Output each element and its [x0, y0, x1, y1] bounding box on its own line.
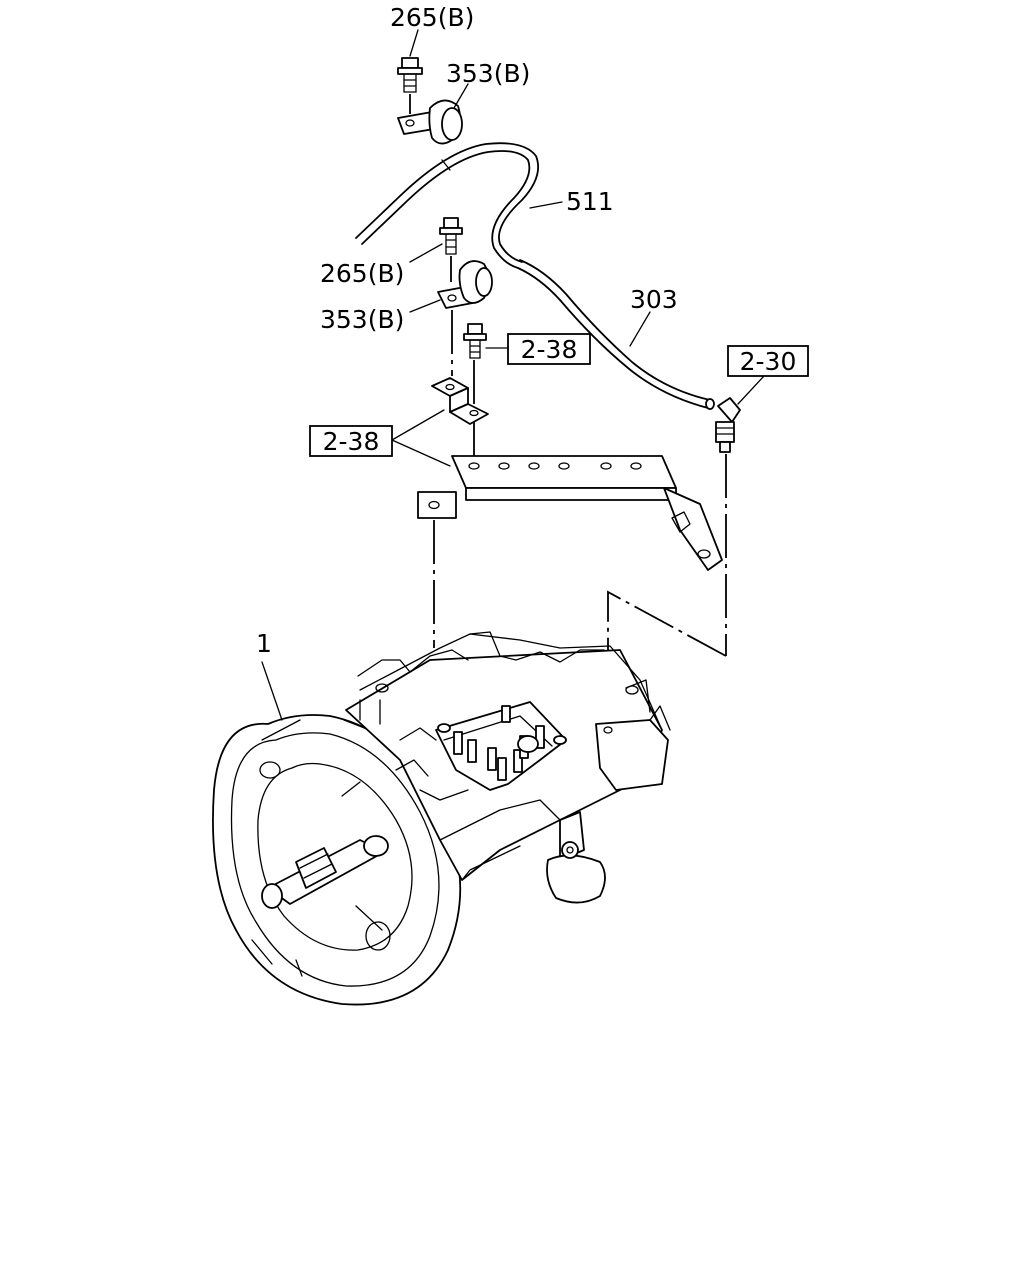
- mid-bolt: [439, 217, 463, 255]
- callout-pipe-511: 511: [566, 187, 614, 216]
- connector-routing: [607, 590, 727, 730]
- pipe-303: [517, 259, 715, 410]
- callout-clip-mid: 353(B): [320, 305, 404, 334]
- callout-transmission: 1: [256, 629, 272, 658]
- leader-ref-bracket-a: [391, 409, 445, 441]
- leader-303: [629, 311, 651, 347]
- ref-label-connector: 2-30: [740, 347, 797, 376]
- callout-bolt-mid: 265(B): [320, 259, 404, 288]
- leader-clip-top: [453, 83, 469, 109]
- leader-clip-mid: [409, 299, 441, 313]
- leader-transmission: [261, 661, 283, 721]
- ref-label-bracket-bolt: 2-38: [521, 335, 578, 364]
- top-clip: [397, 99, 463, 145]
- ref-label-bracket: 2-38: [323, 427, 380, 456]
- pipe-connector: [715, 397, 741, 453]
- leader-ref-bracket-b: [391, 439, 451, 467]
- callout-clip-top: 353(B): [446, 59, 530, 88]
- leader-ref-connector: [737, 375, 765, 405]
- callout-bolt-top: 265(B): [390, 3, 474, 32]
- top-bolt: [397, 57, 423, 93]
- leader-511: [529, 201, 563, 209]
- ref-box-bracket: [309, 425, 393, 457]
- leader-bolt-top: [409, 29, 419, 57]
- ref-box-connector: [727, 345, 809, 377]
- transmission: [212, 631, 671, 1006]
- callout-pipe-303: 303: [630, 285, 678, 314]
- ref-box-bracket-bolt: [507, 333, 591, 365]
- mid-clip: [437, 260, 493, 309]
- shift-bolts: [437, 705, 567, 781]
- main-bracket: [417, 455, 723, 571]
- small-bracket: [431, 377, 489, 425]
- bracket-bolt: [463, 323, 487, 359]
- leader-bolt-mid: [409, 243, 443, 263]
- pipe-511: [355, 142, 540, 269]
